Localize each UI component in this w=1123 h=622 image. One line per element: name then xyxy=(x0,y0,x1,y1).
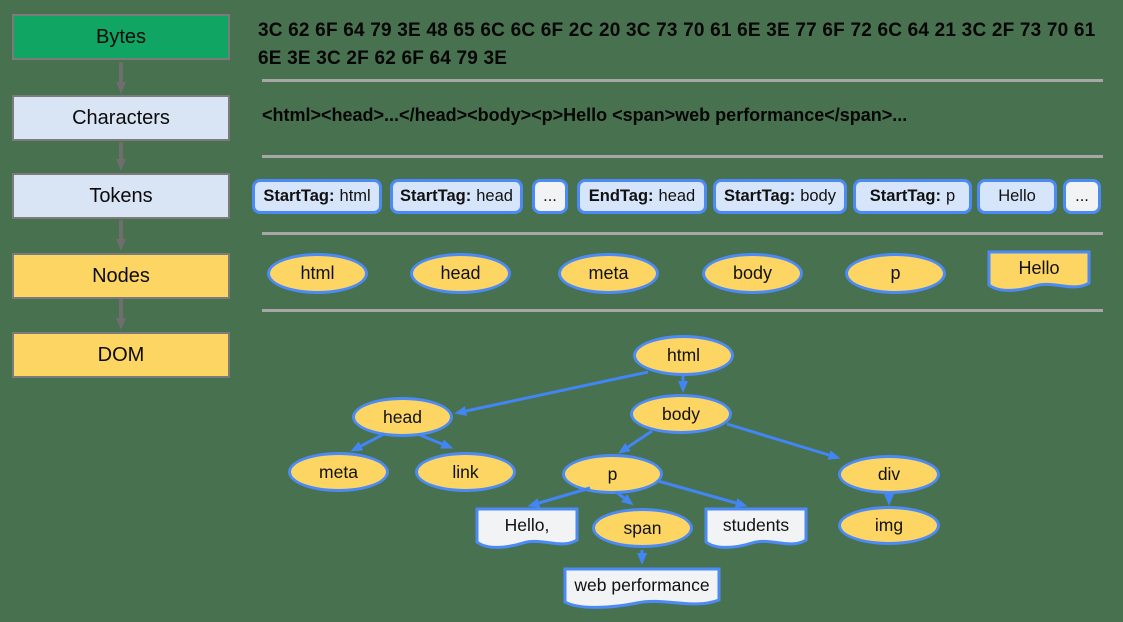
section-divider xyxy=(262,232,1103,235)
token-type: StartTag: xyxy=(400,187,472,205)
dom-node-div: div xyxy=(838,455,940,494)
node-ellipse-html: html xyxy=(267,253,368,294)
dom-textnode-hello: Hello, xyxy=(475,507,579,553)
section-divider xyxy=(262,309,1103,312)
edge-body-div xyxy=(726,422,841,460)
edge-head-link xyxy=(419,433,454,449)
token-starttag-body: StartTag:body xyxy=(713,179,847,214)
token-type: StartTag: xyxy=(869,187,941,205)
dom-node-head: head xyxy=(352,397,453,437)
token-value: body xyxy=(800,187,836,205)
edge-head-meta xyxy=(350,432,385,452)
stage-characters: Characters xyxy=(12,95,230,141)
edge-p-students xyxy=(657,479,748,508)
token-starttag-p: StartTag: p xyxy=(853,179,972,214)
textnode-label: students xyxy=(722,515,790,535)
textnode-shape xyxy=(563,567,721,609)
node-ellipse-meta: meta xyxy=(558,253,659,294)
edge-body-p xyxy=(618,429,653,454)
token-value: ... xyxy=(1075,187,1089,205)
dom-node-body: body xyxy=(630,394,732,434)
textnode-label: web performance xyxy=(574,575,710,595)
dom-textnode-students: students xyxy=(704,507,808,553)
stage-bytes: Bytes xyxy=(12,14,230,60)
token-starttag-html: StartTag:html xyxy=(252,179,382,214)
textnode-shape xyxy=(704,507,808,549)
token-starttag-head: StartTag:head xyxy=(390,179,523,214)
dom-node-span: span xyxy=(592,508,693,548)
token-value: head xyxy=(476,187,513,205)
bytes-hex-text: 3C 62 6F 64 79 3E 48 65 6C 6C 6F 2C 20 3… xyxy=(258,17,1096,73)
characters-string: <html><head>...</head><body><p>Hello <sp… xyxy=(262,105,908,125)
stage-dom: DOM xyxy=(12,332,230,378)
dom-node-p: p xyxy=(562,454,663,494)
bytes-hex-line2: 6E 3E 3C 2F 62 6F 64 79 3E xyxy=(258,48,508,69)
token-endtag-head: EndTag:head xyxy=(577,179,707,214)
token-value: p xyxy=(946,187,956,205)
dom-node-img: img xyxy=(838,506,940,545)
section-divider xyxy=(262,79,1103,82)
token-type: StartTag: xyxy=(263,187,335,205)
dom-node-meta: meta xyxy=(288,452,389,492)
node-textnode-hello: Hello xyxy=(987,250,1091,296)
dom-node-link: link xyxy=(415,452,516,492)
dom-textnode-web-performance: web performance xyxy=(563,567,721,612)
token-ellipsis: ... xyxy=(1063,179,1101,214)
textnode-label: Hello xyxy=(1018,258,1060,278)
node-ellipse-body: body xyxy=(702,253,803,294)
token-type: StartTag: xyxy=(724,187,796,205)
stage-nodes: Nodes xyxy=(12,253,230,299)
node-ellipse-head: head xyxy=(410,253,511,294)
token-ellipsis: ... xyxy=(532,179,568,214)
edge-html-head xyxy=(454,370,649,416)
token-type: EndTag: xyxy=(588,187,654,205)
node-ellipse-p: p xyxy=(845,253,946,294)
token-value: html xyxy=(339,187,371,205)
section-divider xyxy=(262,155,1103,158)
textnode-shape xyxy=(475,507,579,549)
textnode-shape xyxy=(987,250,1091,292)
token-value: head xyxy=(658,187,696,205)
token-text-hello: Hello xyxy=(977,179,1057,214)
bytes-hex-line1: 3C 62 6F 64 79 3E 48 65 6C 6C 6F 2C 20 3… xyxy=(258,20,1096,41)
token-value: Hello xyxy=(998,187,1036,205)
textnode-label: Hello, xyxy=(504,515,550,535)
stage-tokens: Tokens xyxy=(12,173,230,219)
token-value: ... xyxy=(543,187,557,205)
dom-node-html: html xyxy=(633,335,734,376)
